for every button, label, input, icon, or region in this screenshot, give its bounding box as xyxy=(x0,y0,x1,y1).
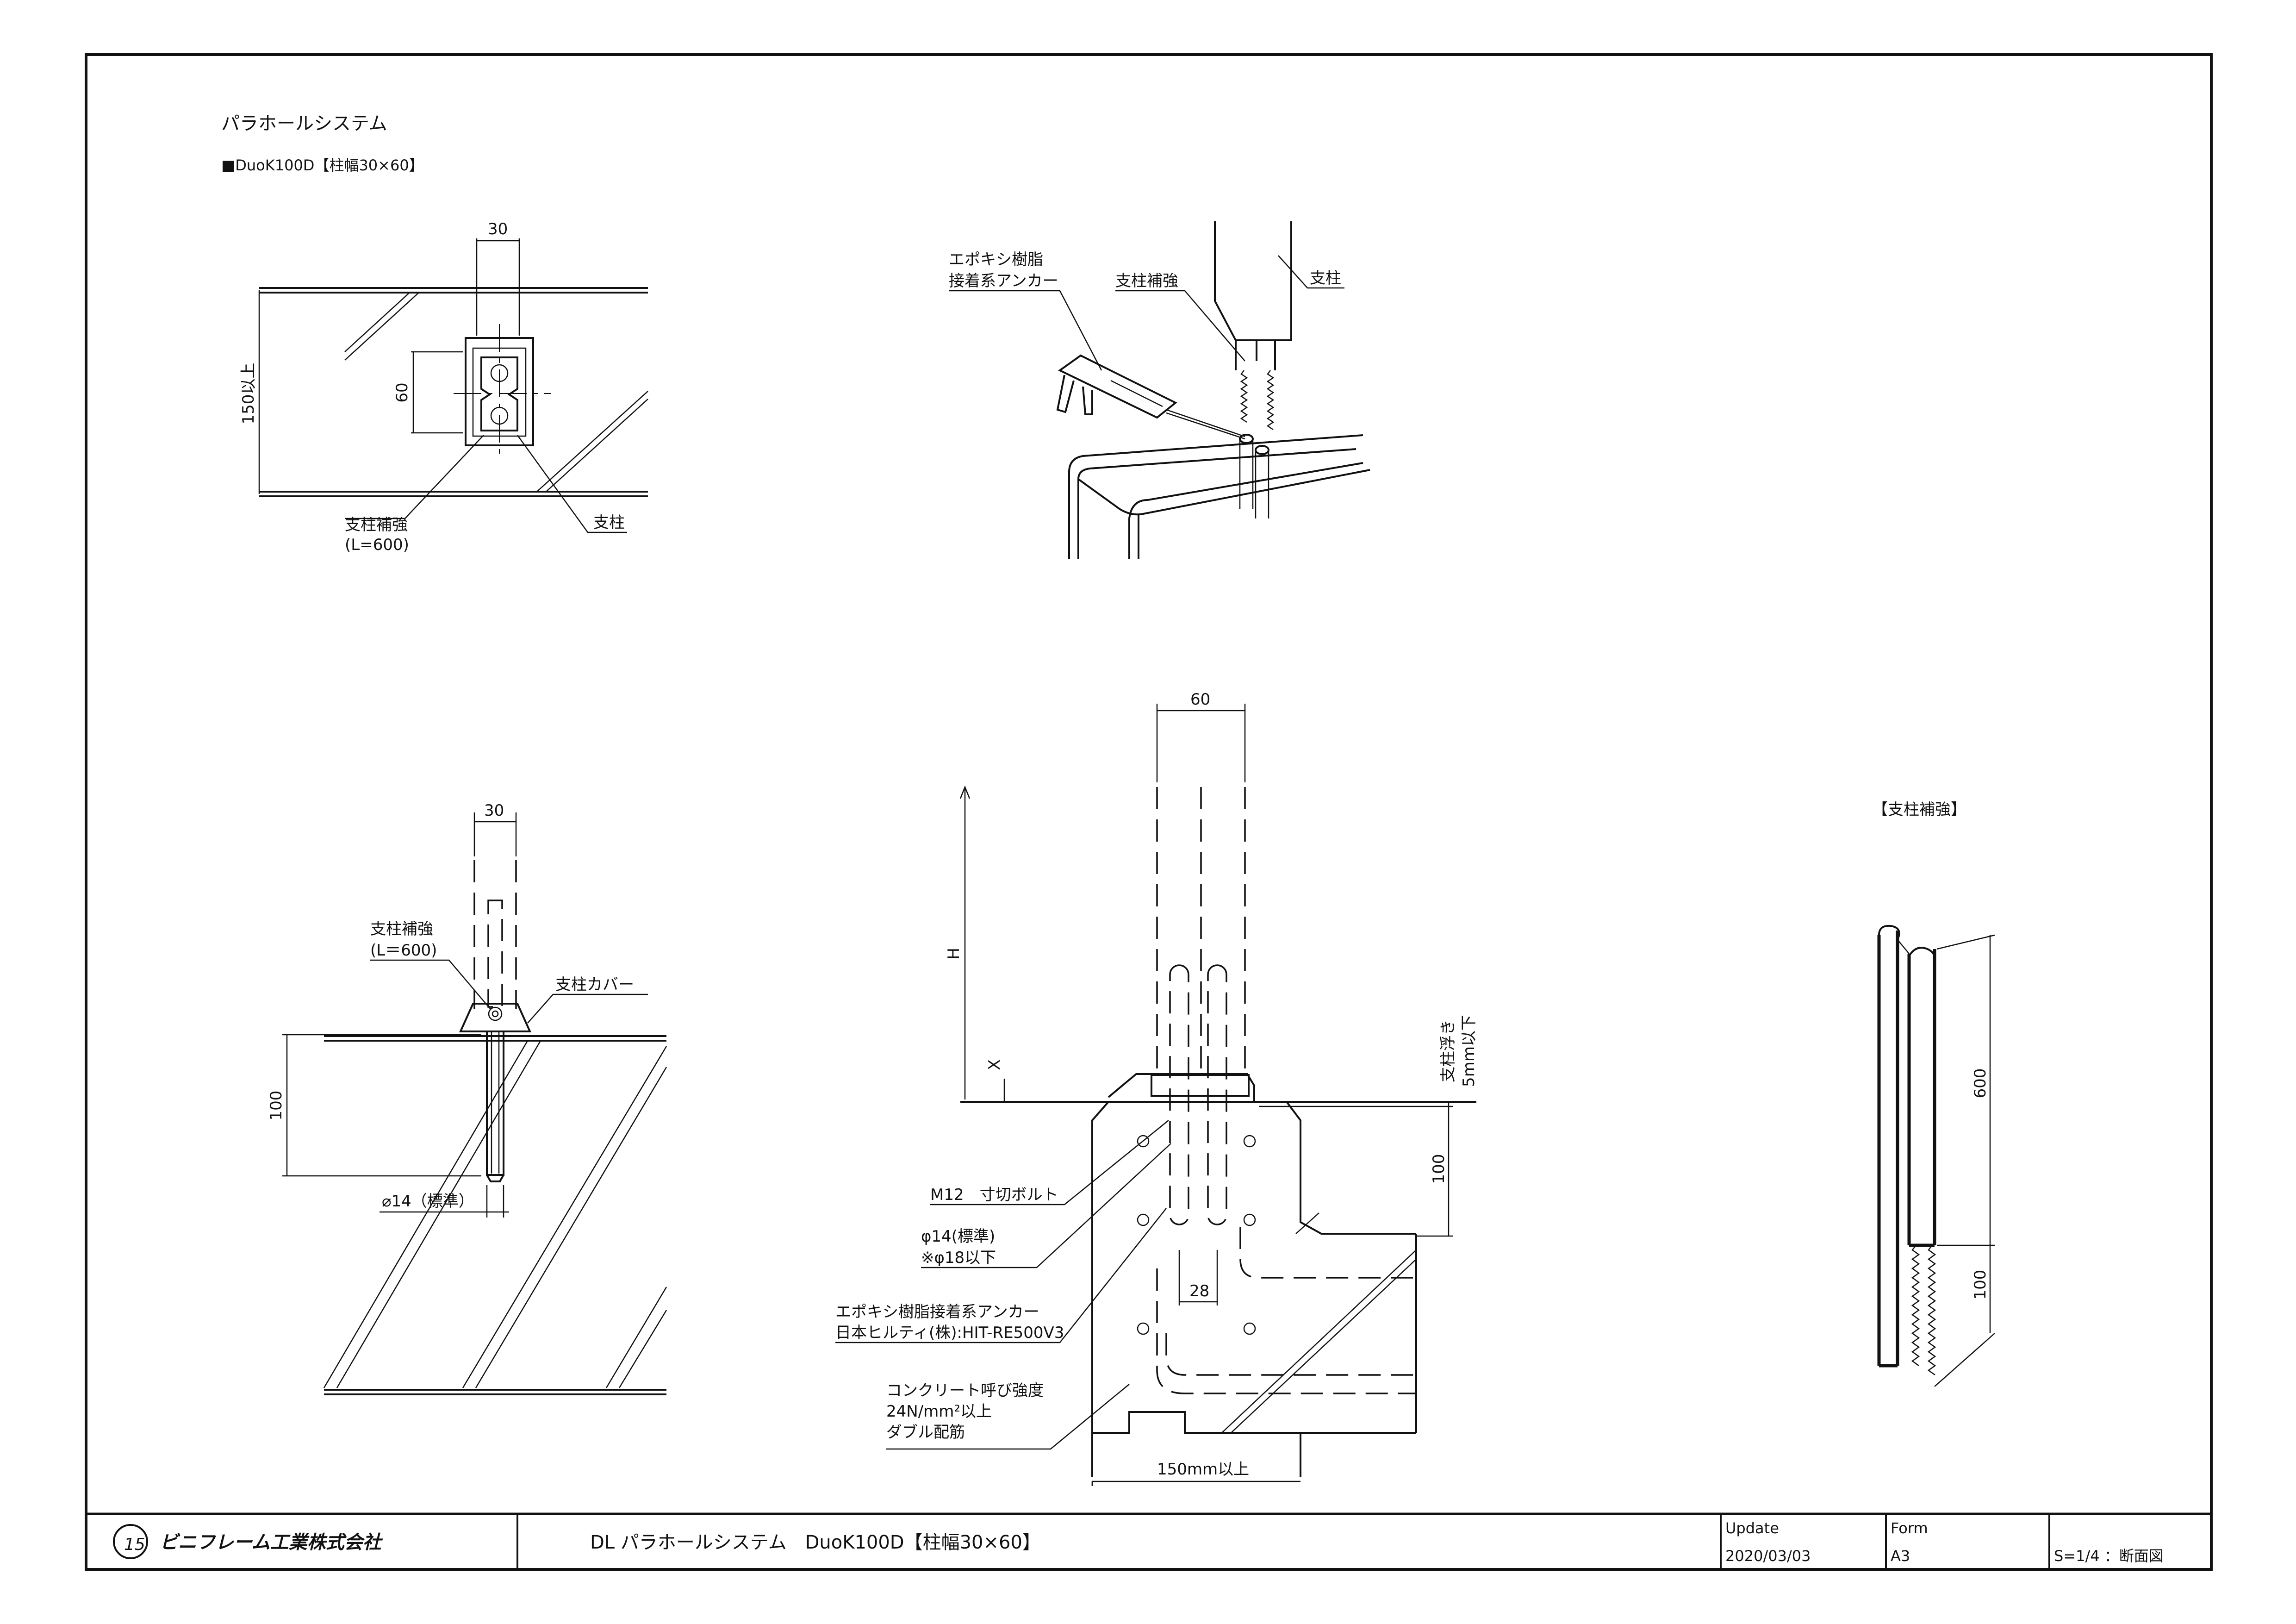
title-block: 15 ビニフレーム工業株式会社 DL パラホールシステム DuoK100D【柱幅… xyxy=(86,1512,2211,1569)
side-label-reinforcement-len: (L＝600) xyxy=(370,941,437,960)
main-dim-min-width: 150mm以上 xyxy=(1157,1460,1249,1479)
plan-dim-width: 30 xyxy=(488,220,508,238)
plan-view: 30 150以上 60 支柱補強 (L=600) 支柱 xyxy=(239,220,648,554)
main-dim-embed: 100 xyxy=(1430,1154,1448,1184)
model-title: ■DuoK100D【柱幅30×60】 xyxy=(221,156,424,174)
plan-label-post: 支柱 xyxy=(593,513,625,532)
update-value: 2020/03/03 xyxy=(1725,1547,1811,1565)
detail-dim-anchor: 100 xyxy=(1971,1270,1990,1300)
main-label-concrete-2: 24N/mm²以上 xyxy=(886,1402,992,1421)
install-label-anchor-2: 接着系アンカー xyxy=(949,272,1058,290)
detail-title: 【支柱補強】 xyxy=(1872,800,1966,819)
plan-label-reinforcement: 支柱補強 xyxy=(345,516,408,534)
sheet-border xyxy=(85,53,2213,1571)
main-dim-h: H xyxy=(945,948,963,960)
svg-text:15: 15 xyxy=(124,1535,145,1554)
main-dim-pitch: 28 xyxy=(1189,1282,1209,1300)
main-label-float-2: 5mm以下 xyxy=(1460,1015,1478,1087)
company-name: ビニフレーム工業株式会社 xyxy=(160,1532,383,1553)
plan-dim-depth: 150以上 xyxy=(239,363,258,425)
main-dim-x: X xyxy=(985,1059,1004,1070)
detail-dim-length: 600 xyxy=(1971,1068,1990,1099)
sheet-title: パラホールシステム xyxy=(221,113,387,134)
main-label-hole-1: φ14(標準) xyxy=(921,1227,995,1246)
side-dim-embed: 100 xyxy=(267,1091,286,1121)
main-label-concrete-1: コンクリート呼び強度 xyxy=(886,1381,1044,1400)
form-label: Form xyxy=(1891,1519,1928,1537)
main-label-concrete-3: ダブル配筋 xyxy=(886,1423,965,1442)
install-label-anchor-1: エポキシ樹脂 xyxy=(949,250,1043,269)
scale-value: S=1/4 ：断面図 xyxy=(2054,1547,2164,1565)
plan-label-reinforcement-len: (L=600) xyxy=(345,536,409,554)
main-label-anchor-2: 日本ヒルティ(株):HIT-RE500V3 xyxy=(835,1324,1064,1342)
side-label-hole: ⌀14（標準） xyxy=(382,1192,474,1211)
side-label-reinforcement: 支柱補強 xyxy=(370,920,433,938)
main-label-hole-2: ※φ18以下 xyxy=(921,1249,996,1267)
drawing-title: DL パラホールシステム DuoK100D【柱幅30×60】 xyxy=(590,1532,1041,1553)
form-value: A3 xyxy=(1891,1547,1910,1565)
side-label-cover: 支柱カバー xyxy=(555,975,634,994)
update-label: Update xyxy=(1725,1519,1779,1537)
detail-view: 【支柱補強】 600 100 xyxy=(1872,800,1995,1387)
install-view: エポキシ樹脂 接着系アンカー 支柱補強 支柱 xyxy=(949,221,1370,559)
side-dim-width: 30 xyxy=(484,801,504,820)
main-label-bolt: M12 寸切ボルト xyxy=(930,1186,1058,1204)
install-label-reinforcement: 支柱補強 xyxy=(1115,272,1178,290)
plan-dim-post: 60 xyxy=(393,382,411,402)
main-dim-width: 60 xyxy=(1190,690,1210,709)
main-label-anchor-1: エポキシ樹脂接着系アンカー xyxy=(835,1303,1039,1321)
install-label-post: 支柱 xyxy=(1310,269,1341,287)
main-section: 60 H X 100 支柱浮き 5mm以下 28 150mm以上 M12 寸切ボ… xyxy=(835,690,1478,1486)
main-label-float-1: 支柱浮き xyxy=(1439,1019,1457,1082)
side-section: 30 100 ⌀14（標準） 支柱補強 (L＝600) 支柱カバー xyxy=(267,801,667,1395)
company-logo-icon xyxy=(113,1524,148,1559)
